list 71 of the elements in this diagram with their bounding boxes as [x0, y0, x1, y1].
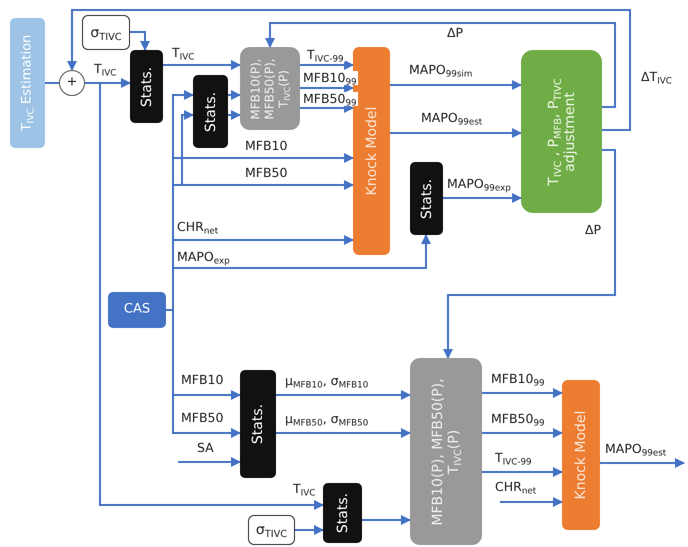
estimation-box: [10, 18, 45, 148]
arrow: [500, 497, 563, 507]
stats-block: [193, 75, 228, 148]
edge-label: MFB10$_{99}$: [490, 372, 546, 386]
arrow: [482, 428, 563, 438]
process-box: [240, 47, 300, 130]
edge-label: SA: [196, 441, 215, 456]
edge-label: T$_{IVC}$: [93, 62, 118, 76]
arrow: [130, 31, 150, 51]
arrow: [443, 193, 522, 203]
arrow: [482, 388, 563, 398]
edge-label: MAPO$_{99est}$: [604, 442, 668, 456]
arrow: [163, 60, 241, 70]
process-box: [410, 358, 482, 545]
edge-label: ΔT$_{IVC}$: [640, 70, 673, 84]
node-label: σ$_{TIVC}$: [256, 522, 288, 538]
stats-block: [410, 162, 443, 235]
stats-block: [240, 370, 276, 478]
input-box: [248, 515, 295, 545]
edge-label: CHR$_{net}$: [494, 480, 538, 494]
node-label: Knock Model: [363, 106, 380, 198]
arrow: [67, 9, 631, 131]
stats-block: [323, 483, 362, 543]
edge-label: CHR$_{net}$: [176, 220, 220, 234]
edge-label: MAPO$_{99sim}$: [408, 63, 474, 78]
edge-label: T$_{IVC}$: [292, 482, 316, 496]
node-label: Stats.: [250, 402, 266, 446]
edge-label: MAPO$_{exp}$: [176, 250, 231, 264]
arrow: [228, 90, 241, 100]
node-label: Stats.: [138, 65, 155, 109]
arrow: [482, 467, 563, 477]
edge-label: MFB10: [244, 139, 288, 154]
stats-block: [130, 50, 163, 123]
node-label: +: [66, 76, 78, 90]
edge-label: MFB10: [180, 373, 224, 388]
arrow: [265, 22, 616, 108]
arrow: [178, 457, 241, 467]
arrow: [276, 390, 411, 400]
node-label: Stats.: [334, 492, 351, 536]
arrow: [228, 110, 241, 120]
connector-line: [45, 82, 59, 84]
node-label: σ$_{TIVC}$: [90, 24, 122, 41]
edge-label: MFB50: [180, 411, 224, 426]
arrow: [600, 458, 685, 468]
node-label: CAS: [124, 302, 150, 318]
arrow: [443, 149, 616, 359]
edge-label: MAPO$_{99exp}$: [446, 177, 512, 192]
arrow: [276, 428, 411, 438]
edge-label: T$_{IVC-99}$: [494, 451, 533, 466]
adjustment-box: [521, 50, 602, 213]
node-label: Stats.: [202, 90, 219, 134]
edge-label: MFB10$_{99}$: [302, 71, 358, 86]
node-label: Stats.: [418, 177, 435, 221]
edge-label: MFB50$_{99}$: [490, 412, 546, 426]
arrow: [295, 525, 324, 535]
model-box: [562, 380, 600, 530]
arrow: [362, 515, 411, 525]
edge-label: MAPO$_{99est}$: [420, 111, 484, 126]
edge-label: MFB50: [244, 166, 288, 180]
edge-label: T$_{IVC}$: [171, 46, 196, 60]
source-box: [108, 292, 166, 328]
node-label: Knock Model: [572, 410, 590, 502]
arrow: [300, 83, 354, 93]
edge-label: MFB50$_{99}$: [302, 92, 358, 106]
input-box: [82, 15, 130, 50]
summing-junction: [59, 70, 85, 96]
edge-label: T$_{IVC-99}$: [306, 48, 345, 62]
arrow: [166, 309, 241, 438]
arrow: [390, 80, 522, 90]
arrow: [390, 128, 522, 138]
arrow: [300, 60, 354, 70]
